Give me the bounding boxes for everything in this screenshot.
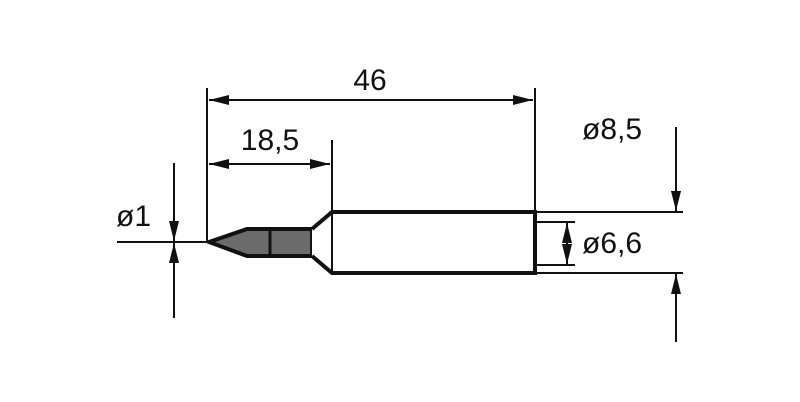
dimension-tip-length — [209, 140, 333, 212]
dimension-overall-length — [206, 88, 536, 242]
dimension-outer-diameter — [535, 127, 683, 342]
overall-length-label: 46 — [353, 64, 386, 97]
soldering-tip — [203, 210, 537, 275]
inner-diameter-label: ø6,6 — [582, 227, 642, 260]
outer-diameter-label: ø8,5 — [582, 113, 642, 146]
dimension-tip-diameter — [117, 163, 207, 318]
tip-length-label: 18,5 — [241, 124, 299, 157]
dimension-inner-diameter — [535, 221, 575, 266]
tip-diameter-label: ø1 — [116, 200, 151, 233]
